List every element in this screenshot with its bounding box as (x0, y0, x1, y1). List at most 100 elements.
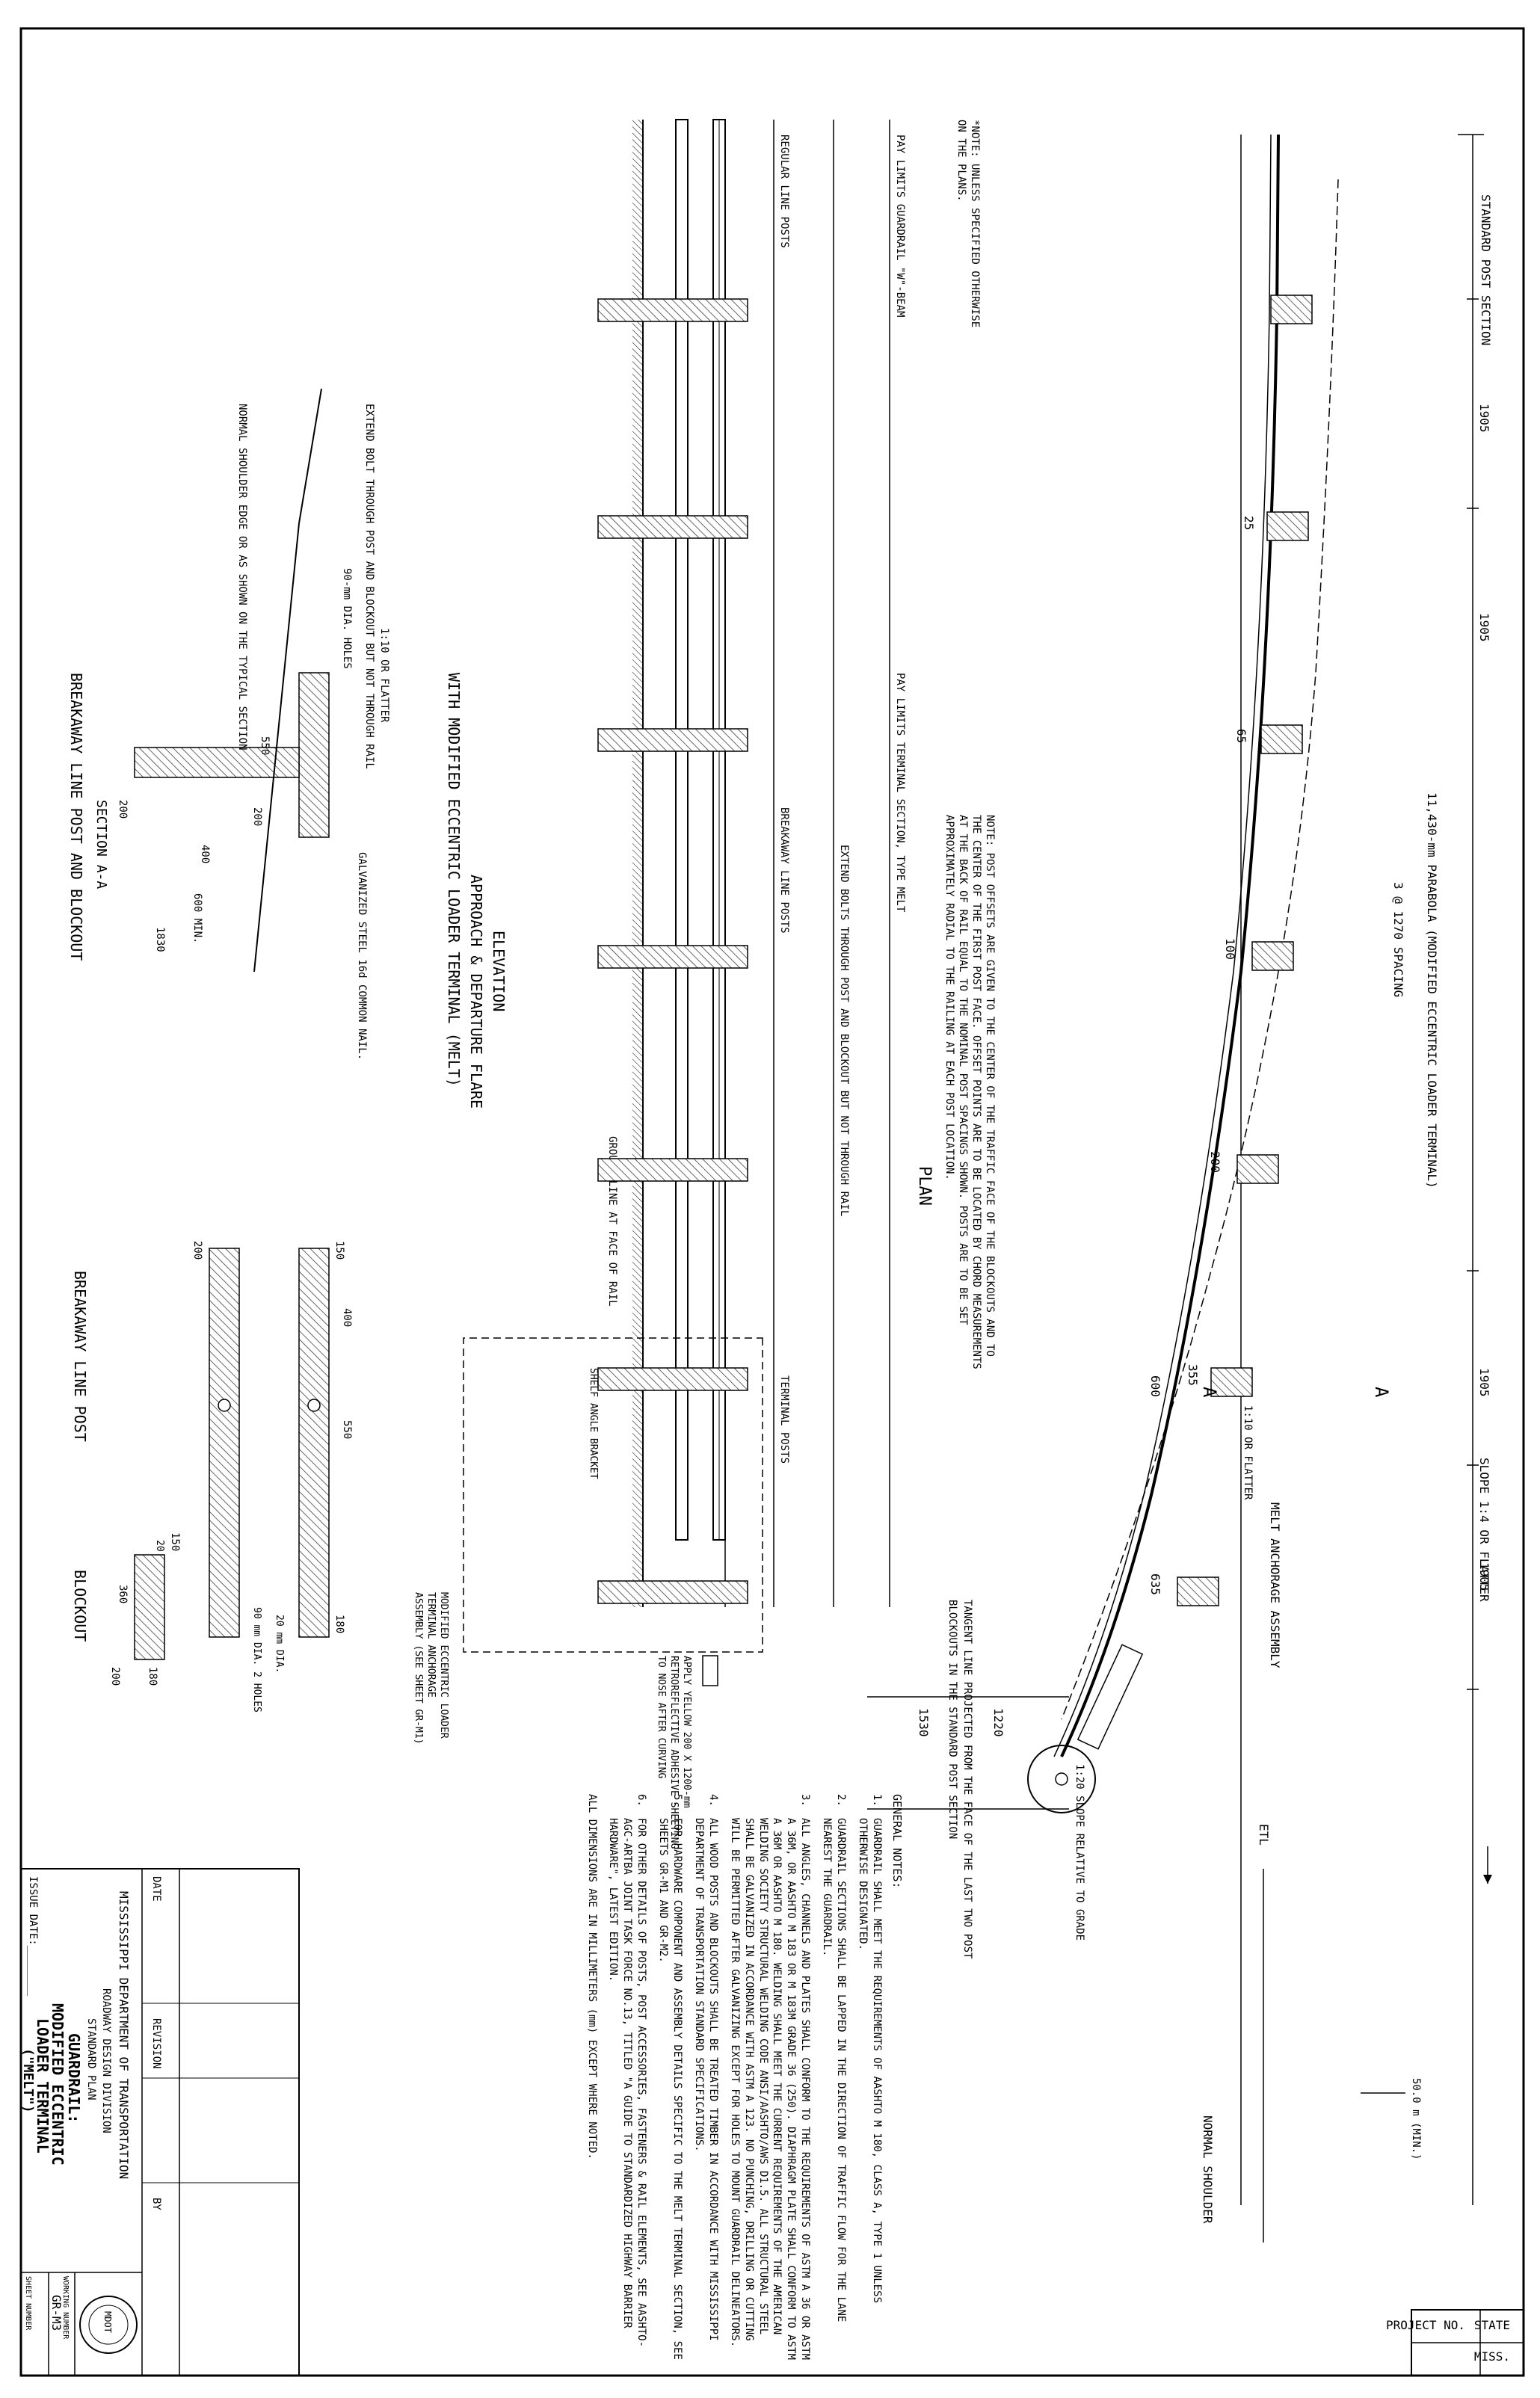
offset-355: 355 (1186, 1364, 1200, 1386)
melt-anchorage-plan (1027, 1644, 1144, 1813)
section-aa-subtitle: BREAKAWAY LINE POST AND BLOCKOUT (67, 673, 85, 961)
elevation-view: PAY LIMITS GUARDRAIL "W"-BEAM REGULAR LI… (413, 119, 906, 1849)
tangent-line-label-2: BLOCKOUTS IN THE STANDARD POST SECTION (946, 1600, 958, 1839)
tb-by-label: BY (150, 2198, 162, 2210)
tb-agency: MISSISSIPPI DEPARTMENT OF TRANSPORTATION (117, 1891, 131, 2179)
bo-dim-360: 360 (117, 1585, 129, 1603)
plan-note-3: AT THE BACK OF RAIL EQUAL TO THE NOMINAL… (957, 815, 969, 1325)
plan-view: STANDARD POST SECTION 1905 1905 1905 190… (867, 120, 1493, 2243)
bp-hole-20: 20 mm DIA. (274, 1615, 285, 1673)
note-item: 1. GUARDRAIL SHALL MEET THE REQUIREMENTS… (855, 1794, 884, 2362)
seal-center: MDOT (102, 2311, 113, 2333)
tb-plan-type: STANDARD PLAN (85, 2018, 97, 2100)
galv-note: GALVANIZED STEEL 16d COMMON NAIL. (356, 852, 368, 1060)
tb-title-4: ("MELT") (20, 2048, 36, 2113)
plan-standard-post-section: STANDARD POST SECTION (1479, 194, 1493, 345)
apply-yellow-1: APPLY YELLOW 200 X 1200-mm (681, 1656, 692, 1808)
section-a-marker-2: A (1371, 1387, 1392, 1398)
note-item: 2. GUARDRAIL SECTIONS SHALL BE LAPPED IN… (819, 1794, 848, 2362)
tb-working-number-label: WORKING NUMBER (61, 2276, 70, 2340)
plan-dim-1220: 1220 (991, 1708, 1005, 1737)
note-text: ALL WOOD POSTS AND BLOCKOUTS SHALL BE TR… (692, 1818, 719, 2341)
note-item: 5. FOR HARDWARE COMPONENT AND ASSEMBLY D… (656, 1794, 684, 2362)
note-item: 6. FOR OTHER DETAILS OF POSTS, POST ACCE… (606, 1794, 649, 2362)
section-dim-400: 400 (199, 845, 211, 863)
section-slope: 1:10 OR FLATTER (378, 628, 390, 723)
extend-bolts-elev: EXTEND BOLTS THROUGH POST AND BLOCKOUT B… (838, 845, 850, 1216)
plan-note-4: APPROXIMATELY RADIAL TO THE RAILING AT E… (943, 815, 955, 1180)
bp-dim-200: 200 (191, 1241, 203, 1260)
bo-dim-150: 150 (169, 1532, 181, 1551)
apply-yellow-2: RETROREFLECTIVE ADHESIVE SHEETING (668, 1656, 680, 1849)
spacing-3x1270: 3 @ 1270 SPACING (1391, 882, 1405, 997)
section-a-marker-1: A (1199, 1387, 1220, 1398)
normal-shoulder-edge: NORMAL SHOULDER EDGE OR AS SHOWN ON THE … (236, 404, 248, 750)
tb-division: ROADWAY DESIGN DIVISION (100, 1988, 112, 2133)
section-dim-200: 200 (251, 807, 263, 826)
note-num: 1. (870, 1794, 883, 1807)
section-dim-1830: 1830 (154, 927, 166, 952)
elevation-subtitle-1: APPROACH & DEPARTURE FLARE (467, 875, 485, 1109)
parabola-label: 11,430-mm PARABOLA (MODIFIED ECCENTRIC L… (1425, 792, 1439, 1189)
offset-65: 65 (1234, 729, 1248, 743)
bo-dim-180: 180 (147, 1667, 158, 1686)
dim-1905-1: 1905 (1477, 404, 1491, 433)
regular-line-posts: REGULAR LINE POSTS (778, 135, 790, 248)
melt-ref-3: ASSEMBLY (SEE SHEET GR-M1) (413, 1592, 424, 1745)
note-num: 3. (799, 1794, 812, 1807)
units-note: ALL DIMENSIONS ARE IN MILLIMETERS (mm) E… (585, 1794, 598, 2160)
general-notes: GENERAL NOTES: 1. GUARDRAIL SHALL MEET T… (577, 1794, 905, 2362)
etl-label: ETL (1257, 1824, 1271, 1846)
extend-bolt-section: EXTEND BOLT THROUGH POST AND BLOCKOUT BU… (363, 404, 375, 769)
plan-note-1: NOTE: POST OFFSETS ARE GIVEN TO THE CENT… (984, 815, 996, 1357)
melt-ref-2: TERMINAL ANCHORAGE (425, 1592, 437, 1698)
normal-shoulder-plan: NORMAL SHOULDER (1201, 2115, 1215, 2224)
note-item: 3. ALL ANGLES, CHANNELS AND PLATES SHALL… (727, 1794, 812, 2362)
tb-sheet-number-label: SHEET NUMBER (24, 2276, 32, 2331)
plan-title: PLAN (915, 1166, 934, 1206)
flatter-1-10: 1:10 OR FLATTER (1242, 1405, 1254, 1500)
title-block: DATE REVISION BY MISSISSIPPI DEPARTMENT … (20, 1868, 300, 2376)
note-text: GUARDRAIL SECTIONS SHALL BE LAPPED IN TH… (821, 1818, 847, 2323)
tb-title-2: MODIFIED ECCENTRIC (49, 2003, 67, 2166)
breakaway-post-view: 150 400 550 180 200 20 mm DIA. 90 mm DIA… (71, 1241, 353, 1713)
bp-dim-400: 400 (341, 1308, 353, 1327)
bp-holes-90: 90 mm DIA. 2 HOLES (251, 1607, 262, 1713)
section-dim-200b: 200 (117, 800, 129, 819)
holes-label: 90-mm DIA. HOLES (341, 568, 353, 669)
note-num: 6. (635, 1794, 648, 1807)
offset-200: 200 (1208, 1151, 1222, 1173)
note-text: FOR OTHER DETAILS OF POSTS, POST ACCESSO… (607, 1818, 648, 2348)
elevation-title: ELEVATION (490, 931, 508, 1011)
pay-limits-terminal: PAY LIMITS TERMINAL SECTION, TYPE MELT (894, 673, 906, 913)
note-num: 4. (706, 1794, 719, 1807)
note-num: 2. (834, 1794, 847, 1807)
note-num: 5. (671, 1794, 684, 1807)
star-note-1: *NOTE: UNLESS SPECIFIED OTHERWISE (969, 120, 981, 327)
plan-dim-600: 600 (1148, 1375, 1162, 1397)
min-length: 50.0 m (MIN.) (1410, 2078, 1422, 2160)
offset-25: 25 (1242, 516, 1256, 530)
section-aa-view: NORMAL SHOULDER EDGE OR AS SHOWN ON THE … (67, 388, 390, 1060)
breakaway-line-posts: BREAKAWAY LINE POSTS (778, 807, 790, 934)
note-text: FOR HARDWARE COMPONENT AND ASSEMBLY DETA… (657, 1818, 684, 2360)
tb-issue-date: ISSUE DATE:________ (27, 1876, 39, 1997)
bp-dim-150: 150 (333, 1241, 345, 1260)
section-aa-title: SECTION A-A (93, 800, 109, 889)
dim-1905-3: 1905 (1477, 1368, 1491, 1397)
plan-note-2: THE CENTER OF THE FIRST POST FACE. OFFSE… (970, 815, 982, 1369)
star-note-2: ON THE PLANS. (955, 120, 967, 202)
offset-100: 100 (1223, 938, 1237, 960)
dim-1905-4: 1905 (1477, 1562, 1491, 1591)
header-box: STATE MISS. PROJECT NO. (1386, 2309, 1524, 2376)
mdot-seal (79, 2296, 138, 2354)
tangent-line-label: TANGENT LINE PROJECTED FROM THE FACE OF … (961, 1600, 973, 1959)
tb-working-number: GR-M3 (49, 2295, 64, 2331)
state-value: MISS. (1474, 2349, 1510, 2364)
bp-dim-180: 180 (333, 1615, 345, 1633)
section-dim-600: 600 MIN. (191, 893, 203, 943)
breakaway-post-title: BREAKAWAY LINE POST (71, 1271, 89, 1442)
bo-dim-200: 200 (109, 1667, 121, 1686)
